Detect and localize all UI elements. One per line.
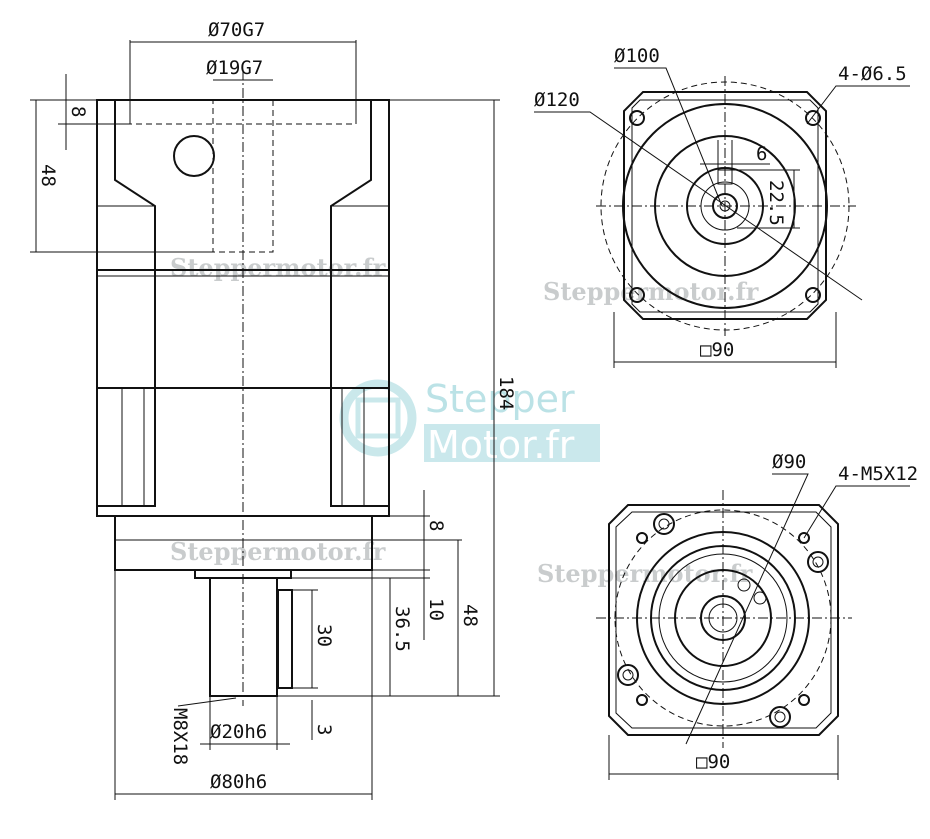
dim-pcd-inner: Ø100	[614, 45, 660, 67]
front-dimensions: Ø70G7 Ø19G7 8 48 184 8 10 36.5 48	[30, 19, 517, 800]
threads-leader	[803, 485, 910, 539]
watermark-logo-line1: Stepper	[425, 377, 575, 421]
watermark-logo-band	[424, 424, 600, 462]
dim-input-depth: 48	[37, 164, 59, 187]
dim-output-length: 48	[459, 604, 481, 627]
watermark-text-1: Steppermotor.fr	[170, 253, 386, 282]
tap-hole-tr	[798, 532, 810, 544]
dim-key-length: 30	[313, 624, 335, 647]
top-right-view	[596, 76, 856, 336]
tap-hole-bl	[636, 694, 648, 706]
right-slot	[330, 387, 390, 507]
pcd-inner-leader	[614, 67, 723, 207]
mount-hole-tr	[805, 110, 821, 126]
dim-holes: 4-Ø6.5	[838, 63, 907, 85]
bolt-br	[769, 706, 791, 728]
tap-hole-br	[798, 694, 810, 706]
dim-key-width: 6	[756, 143, 767, 165]
square-flange-outline-2	[608, 504, 839, 736]
left-slot	[96, 387, 156, 507]
pcd-leader-2	[685, 473, 809, 745]
bolt-tl	[653, 513, 675, 535]
watermark-text-2: Steppermotor.fr	[543, 277, 759, 306]
clamp-hole	[173, 135, 215, 177]
dim-thread: M8X18	[169, 708, 191, 765]
mount-hole-bl	[629, 287, 645, 303]
dim-shaft-diameter: Ø20h6	[210, 721, 267, 743]
front-view	[96, 70, 390, 706]
dim-shaft-length: 36.5	[391, 606, 413, 652]
thread-leader	[177, 697, 237, 707]
keyway	[277, 589, 293, 689]
square-flange-inner	[631, 99, 819, 313]
top-right-dimensions: Ø100 Ø120 4-Ø6.5 6 22.5 □90	[534, 45, 910, 368]
pcd-outer-leader	[534, 111, 863, 301]
bolt-bl	[617, 664, 639, 686]
bottom-right-view	[596, 490, 852, 748]
watermark-logo-icon	[339, 379, 417, 457]
dim-pilot: 10	[425, 598, 447, 621]
square-flange-outline	[623, 91, 827, 320]
dim-key-offset: 3	[313, 724, 335, 735]
dim-input-bore: Ø19G7	[206, 57, 263, 79]
right-inner-profile	[330, 100, 372, 388]
dim-pcd-2: Ø90	[772, 451, 806, 473]
tap-hole-tl	[636, 532, 648, 544]
watermark-text-3: Steppermotor.fr	[170, 537, 386, 566]
dim-threads: 4-M5X12	[838, 463, 918, 485]
clamp-hole-b	[753, 591, 767, 605]
dim-flange-diameter: Ø80h6	[210, 771, 267, 793]
holes-leader	[806, 85, 910, 125]
bolt-tr	[807, 551, 829, 573]
watermark-group: Steppermotor.fr Steppermotor.fr Stepperm…	[170, 253, 759, 588]
dim-square-bottom: □90	[696, 751, 730, 773]
dim-top-step: 8	[67, 106, 89, 117]
dim-key-height: 22.5	[765, 180, 787, 226]
bottom-right-dimensions: Ø90 4-M5X12 □90	[608, 451, 918, 780]
dim-pcd-outer: Ø120	[534, 89, 580, 111]
clamp-hole-a	[737, 578, 751, 592]
watermark-logo-line2: Motor.fr	[427, 423, 575, 467]
left-inner-profile	[114, 100, 156, 388]
dim-square-top: □90	[700, 339, 734, 361]
dim-flange-step: 8	[425, 520, 447, 531]
mount-hole-br	[805, 287, 821, 303]
dim-bore-od: Ø70G7	[208, 19, 265, 41]
input-shaft-hidden	[212, 99, 274, 253]
square-flange-inner-2	[615, 511, 832, 729]
mount-hole-tl	[629, 110, 645, 126]
dim-total-length: 184	[495, 376, 517, 410]
